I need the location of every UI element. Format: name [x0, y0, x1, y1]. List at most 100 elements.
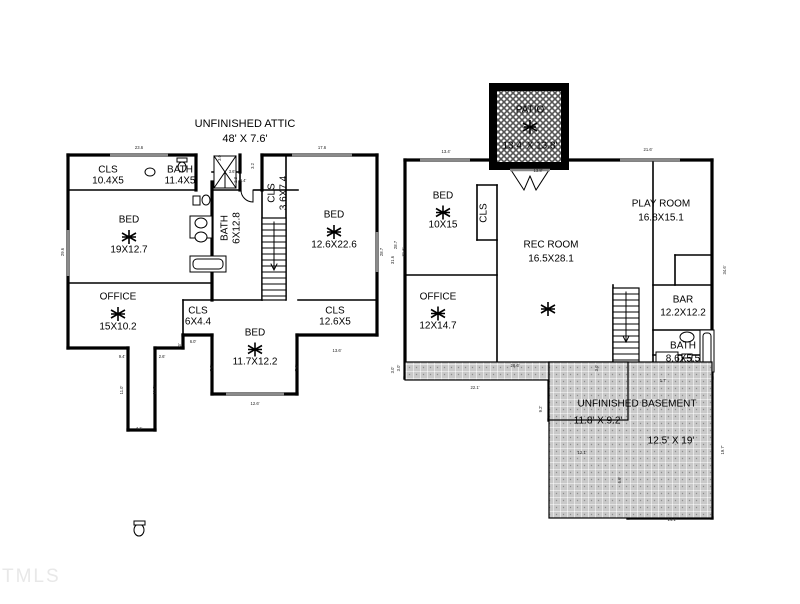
toilet-icon-2 [201, 194, 211, 206]
bar-label: BAR [673, 295, 694, 306]
upper-staircase [261, 217, 287, 301]
sink-icon [144, 167, 156, 177]
cls-mid-dims: 6X4.4 [185, 317, 212, 328]
ceiling-fan-icon [121, 230, 137, 244]
upper-floor-plan: UNFINISHED ATTIC 48' X 7.6' [66, 118, 379, 432]
upper-dim-3: 3.6' [229, 169, 236, 174]
sink-icon-bar [679, 331, 695, 343]
ceiling-fan-icon [110, 307, 126, 321]
bed-bottom-dims: 11.7X12.2 [233, 357, 278, 368]
upper-dim-15: 3' [177, 343, 182, 346]
cls-top-left-dims: 10.4X5 [92, 176, 124, 187]
upper-dim-5: 2.4' [240, 178, 247, 183]
upper-dim-16: 6.0' [190, 339, 197, 344]
sink-icon-2 [194, 217, 208, 229]
play-room-dims: 16.8X15.1 [638, 213, 684, 224]
cls-right-dims: 12.6X5 [319, 317, 351, 328]
bed-basement-dims: 10X15 [429, 220, 458, 231]
stray-toilet-icon [133, 520, 146, 537]
upper-dim-18: 7.4' [294, 364, 299, 371]
bath-center-dims: 6X12.8 [232, 212, 243, 244]
office-basement-label: OFFICE [420, 292, 457, 303]
unfinished-basement-hatch [404, 361, 713, 519]
basement-dim-12: 12.1' [578, 450, 587, 455]
basement-dim-15: 19.7' [720, 445, 725, 454]
upper-dim-20: 13.6' [333, 348, 342, 353]
cls-right-label: CLS [325, 306, 345, 317]
sink-icon-3 [194, 231, 208, 243]
bed-bottom-label: BED [245, 328, 266, 339]
basement-bar: BAR 12.2X12.2 [660, 295, 706, 319]
cls-mid-label: CLS [188, 306, 208, 317]
ceiling-fan-icon [247, 342, 263, 357]
basement-dim-2: 13.8' [534, 168, 543, 173]
basement-dim-13: 6.9' [617, 476, 622, 483]
basement-staircase [612, 287, 640, 375]
ceiling-fan-icon [326, 225, 342, 239]
unfinished-basement-label: UNFINISHED BASEMENT [578, 399, 697, 410]
bed-basement-label: BED [433, 191, 454, 202]
upper-dim-10: 9.4' [119, 354, 126, 359]
basement-bed-basement: BED 10X15 [429, 191, 458, 231]
upper-dim-6: 2.3 [233, 176, 238, 182]
basement-office-basement: OFFICE 12X14.7 [419, 292, 457, 332]
basement-bath-basement: BATH 8.6X5.5 [666, 341, 701, 365]
basement-dim-14: 14.1' [668, 517, 677, 522]
cls-stair-dims: 3.6X7.4 [279, 175, 290, 210]
bath-top-dims: 11.4X5 [165, 176, 196, 187]
basement-dim-1: 21.6' [644, 147, 653, 152]
bed-right-dims: 12.6X22.6 [311, 240, 357, 251]
cls-basement-label: CLS [479, 203, 490, 223]
basement-dim-3: 28.7 [393, 240, 398, 249]
ceiling-fan-icon [540, 302, 556, 316]
office-basement-dims: 12X14.7 [419, 321, 457, 332]
basement-dim-0: 13.4' [442, 149, 451, 154]
bath-top-label: BATH [167, 165, 193, 176]
basement-dim-11: 9.2' [538, 405, 543, 412]
bath-basement-label: BATH [670, 341, 696, 352]
upper-dim-7: 29.6 [60, 247, 65, 256]
unfinished-basement-dims-1: 11.8' X 9.2' [574, 416, 623, 427]
bed-left-dims: 19X12.7 [110, 245, 148, 256]
upper-dim-14: 4.1' [136, 426, 143, 431]
bed-left-label: BED [119, 215, 140, 226]
play-room-label: PLAY ROOM [632, 199, 691, 210]
basement-dim-6: 34.6' [722, 265, 727, 274]
office-left-dims: 15X10.2 [99, 322, 137, 333]
patio-fan-icon [522, 120, 538, 134]
bar-dims: 12.2X12.2 [660, 308, 706, 319]
basement-dim-8: 22.1' [471, 385, 480, 390]
upper-dim-9: 31.6 [390, 255, 395, 264]
watermark-tmls: TMLS [2, 566, 61, 587]
basement-dim-7: 28.6' [511, 363, 520, 368]
attic-title: UNFINISHED ATTIC [195, 118, 296, 130]
basement-dim-10: 1.7' [660, 378, 667, 383]
upper-dim-1: 17.6 [318, 145, 327, 150]
ceiling-fan-icon [430, 306, 446, 321]
basement-dim-5: 3.0' [396, 364, 401, 371]
upper-dim-0: 23.6 [135, 145, 144, 150]
upper-dim-19: 12.6' [251, 401, 260, 406]
bed-right-label: BED [324, 210, 345, 221]
ceiling-fan-icon [435, 205, 451, 220]
basement-dim-9: 3.0' [594, 364, 599, 371]
basement-tick-dimensions: 13.4'21.6'13.8'28.731.6'3.0'34.6'28.6'22… [393, 147, 727, 522]
patio-label: PATIO [516, 105, 545, 116]
upper-dim-12: 2.6' [159, 354, 166, 359]
upper-bed-left: BED 19X12.7 [110, 215, 148, 256]
rec-room-dims: 16.5X28.1 [528, 254, 574, 265]
basement-play-room: PLAY ROOM 16.8X15.1 [632, 199, 691, 224]
basement-floor-plan: PATIO 13.4' X 13.8' [403, 83, 715, 520]
upper-dimension-bars [66, 153, 379, 396]
bath-basement-dims: 8.6X5.5 [666, 354, 701, 365]
